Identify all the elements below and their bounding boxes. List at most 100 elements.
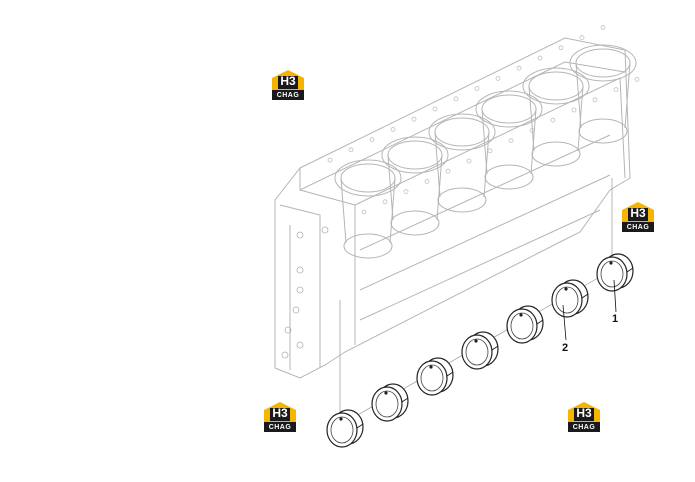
callout-1: 1: [612, 313, 619, 325]
cylinder-bore: [381, 136, 449, 174]
bearing-shell-inner: [420, 364, 444, 392]
cylinder-bottom: [531, 141, 581, 167]
bolt-hole: [390, 126, 396, 132]
bearing-shell-front: [371, 386, 403, 422]
brand-logo: H3 CHAG: [566, 400, 602, 434]
callout-2-leader: [562, 304, 567, 341]
bearing-oil-hole: [609, 261, 613, 265]
cylinder-bore: [475, 90, 543, 128]
front-hole: [284, 326, 292, 334]
bolt-hole: [558, 45, 564, 51]
logo-bottom-text: CHAG: [268, 424, 292, 431]
bearing-shell-inner: [330, 416, 354, 444]
bolt-hole: [453, 96, 459, 102]
logo-top-text: H3: [576, 406, 592, 420]
callout-2: 2: [562, 342, 569, 354]
bolt-hole: [495, 76, 501, 81]
bearing-oil-hole: [564, 287, 568, 291]
bearing-shell-inner: [600, 260, 624, 288]
bolt-hole: [613, 87, 619, 92]
bearing-shell: [461, 331, 499, 370]
cylinder-bore: [334, 159, 402, 197]
bearing-shell-front: [551, 282, 583, 318]
brand-logo: H3 CHAG: [270, 68, 306, 102]
bolt-hole: [327, 157, 333, 163]
bearing-oil-hole: [519, 313, 523, 317]
cylinder-bore: [522, 67, 590, 105]
bearing-shell: [371, 383, 409, 422]
head-bolt-holes: [327, 24, 640, 215]
cylinder-wall: [575, 62, 631, 129]
logo-top-text: H3: [280, 74, 296, 88]
bolt-hole: [487, 148, 493, 154]
bearing-shell: [506, 305, 544, 344]
bolt-hole: [634, 77, 640, 82]
bearing-oil-hole: [384, 391, 388, 395]
bearing-shell-front: [506, 308, 538, 344]
cylinder-bores: [334, 44, 637, 259]
front-face-holes: [281, 226, 329, 359]
bearing-oil-hole: [429, 365, 433, 369]
front-hole: [296, 231, 304, 239]
brand-logo: H3 CHAG: [262, 400, 298, 434]
cylinder-bottom: [390, 210, 440, 236]
cylinder-bottom: [343, 233, 393, 259]
bolt-hole: [508, 138, 514, 144]
bearing-shell-inner: [555, 286, 579, 314]
bearing-shell-inner: [375, 390, 399, 418]
bearing-shell: [416, 357, 454, 396]
logo-top-text: H3: [630, 206, 646, 220]
bolt-hole: [474, 86, 480, 91]
cylinder-block: [274, 37, 631, 379]
bearing-oil-hole: [339, 417, 343, 421]
bolt-hole: [550, 117, 556, 123]
front-hole: [296, 286, 304, 294]
bolt-hole: [516, 65, 522, 71]
front-hole: [292, 306, 300, 314]
cylinder-bore-inner: [575, 48, 631, 78]
front-hole: [296, 266, 304, 274]
callout-1-leader: [613, 279, 617, 313]
logo-bottom-text: CHAG: [626, 224, 650, 231]
bearing-shell-front: [326, 412, 358, 448]
bearing-shell-inner: [510, 312, 534, 340]
bearing-shell: [596, 253, 634, 292]
cylinder-bottom: [578, 118, 628, 144]
bolt-hole: [600, 24, 606, 30]
bearing-oil-hole: [474, 339, 478, 343]
front-hole: [281, 351, 289, 359]
logo-bottom-text: CHAG: [276, 92, 300, 99]
bearing-shell-inner: [465, 338, 489, 366]
bolt-hole: [529, 127, 535, 133]
logo-top-text: H3: [272, 406, 288, 420]
bolt-hole: [466, 158, 472, 164]
bolt-hole: [382, 199, 388, 205]
bolt-hole: [424, 178, 430, 184]
bolt-hole: [592, 97, 598, 103]
cylinder-bore-inner: [387, 140, 443, 170]
bolt-hole: [403, 189, 409, 195]
cylinder-bore: [569, 44, 637, 82]
front-hole: [321, 226, 329, 234]
bolt-hole: [579, 35, 585, 40]
cylinder-bore-inner: [528, 71, 584, 101]
bolt-hole: [537, 55, 543, 61]
brand-logo: H3 CHAG: [620, 200, 656, 234]
main-bearing-shells: [326, 253, 634, 448]
logo-bottom-text: CHAG: [572, 424, 596, 431]
bearing-shell: [326, 409, 364, 448]
cylinder-bore-inner: [434, 117, 490, 147]
bearing-shell-front: [416, 360, 448, 396]
bolt-hole: [348, 147, 354, 153]
front-hole: [296, 341, 304, 349]
cylinder-bottom: [484, 164, 534, 190]
bolt-hole: [369, 137, 375, 143]
cylinder-bottom: [437, 187, 487, 213]
bearing-shell: [551, 279, 589, 318]
cylinder-bore: [428, 113, 496, 151]
cylinder-bore-inner: [481, 94, 537, 124]
bolt-hole: [411, 116, 417, 122]
bolt-hole: [445, 168, 451, 174]
bolt-hole: [361, 209, 367, 215]
